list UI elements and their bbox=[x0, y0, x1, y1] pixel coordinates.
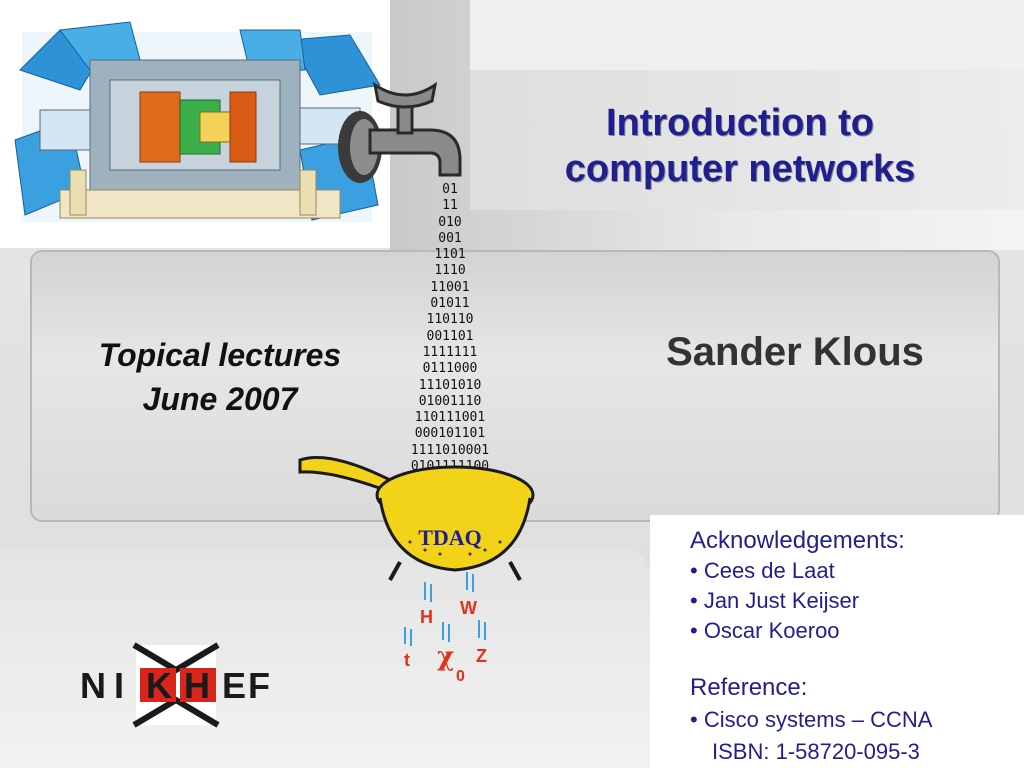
top-band-light bbox=[470, 0, 1024, 71]
colander-icon: TDAQ bbox=[298, 456, 535, 581]
topical-line-2: June 2007 bbox=[142, 381, 298, 417]
tdaq-label: TDAQ bbox=[418, 525, 482, 550]
bottom-right-panel bbox=[650, 515, 1024, 768]
logo-letter: K bbox=[146, 665, 172, 706]
water-tap-icon bbox=[338, 81, 462, 183]
ack-item: • Oscar Koeroo bbox=[690, 618, 840, 643]
ref-line-2: ISBN: 1-58720-095-3 bbox=[712, 739, 920, 764]
logo-letter: F bbox=[248, 665, 270, 706]
topical-line-1: Topical lectures bbox=[98, 337, 342, 373]
logo-letter: N bbox=[80, 665, 106, 706]
speaker-name: Sander Klous bbox=[666, 330, 924, 374]
logo-letter: I bbox=[114, 665, 124, 706]
detector-illustration bbox=[0, 0, 390, 248]
title-line-1: Introduction to bbox=[605, 102, 875, 144]
particle-z: Z bbox=[476, 646, 487, 666]
reference: Reference: • Cisco systems – CCNA ISBN: … bbox=[690, 672, 1020, 768]
ref-title: Reference: bbox=[690, 674, 808, 701]
ack-item: • Jan Just Keijser bbox=[690, 588, 860, 613]
logo-letter: H bbox=[184, 665, 210, 706]
bottom-left-panel bbox=[0, 548, 650, 768]
logo-letter: E bbox=[222, 665, 246, 706]
particle-w: W bbox=[460, 598, 477, 618]
ack-item: • Cees de Laat bbox=[690, 558, 835, 583]
ack-title: Acknowledgements: bbox=[690, 527, 905, 554]
top-band-mid bbox=[470, 70, 1024, 210]
nikhef-logo: N I K H E F bbox=[76, 640, 276, 730]
detector-svg bbox=[14, 21, 381, 222]
topical-lectures: Topical lectures June 2007 bbox=[50, 333, 390, 421]
particle-h: H bbox=[420, 607, 433, 627]
acknowledgements: Acknowledgements: • Cees de Laat • Jan J… bbox=[690, 526, 1020, 646]
title-line-2: computer networks bbox=[564, 148, 916, 190]
slide-title: Introduction to computer networks bbox=[470, 100, 1010, 192]
ref-line-1: • Cisco systems – CCNA bbox=[690, 707, 933, 732]
nikhef-logo-svg: N I K H E F bbox=[80, 642, 270, 728]
particle-t: t bbox=[404, 650, 410, 670]
particle-chi-subscript: 0 bbox=[456, 668, 465, 685]
particle-chi: χ bbox=[437, 642, 455, 672]
particle-drops bbox=[404, 572, 486, 646]
